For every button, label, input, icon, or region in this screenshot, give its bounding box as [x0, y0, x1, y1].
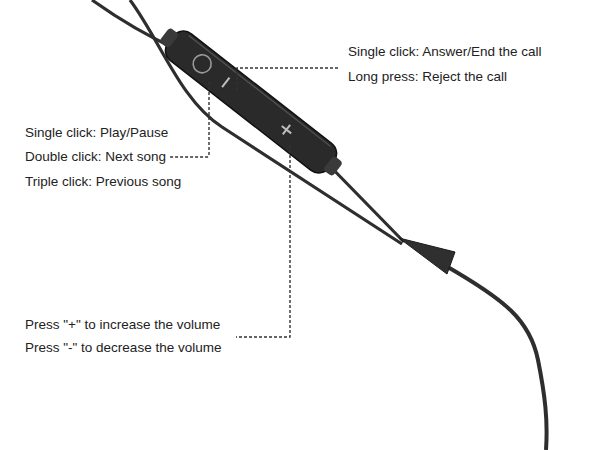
callout-text: Single click: Answer/End the call [348, 44, 542, 60]
remote-body [160, 26, 342, 178]
callout-text: Single click: Play/Pause [25, 125, 168, 141]
callout-text: Long press: Reject the call [348, 69, 507, 85]
leader-line [237, 68, 340, 90]
plus-button [282, 126, 291, 133]
remote-control [154, 21, 348, 183]
leader-line [170, 156, 209, 157]
callout-text: Double click: Next song [25, 149, 166, 165]
earbud-wire [130, 0, 402, 244]
callout-text: Triple click: Previous song [25, 174, 181, 190]
play-button [190, 51, 215, 76]
minus-button [222, 78, 229, 87]
leader-line [208, 82, 209, 157]
remote-cap [323, 155, 344, 177]
splitter-cone [399, 238, 455, 274]
leader-line [236, 145, 290, 337]
callout-text: Press "-" to decrease the volume [25, 340, 221, 356]
remote-cap [159, 27, 180, 49]
callout-text: Press "+" to increase the volume [25, 317, 220, 333]
leader-lines [170, 68, 340, 337]
remote-highlight [189, 36, 331, 147]
main-cable [446, 266, 547, 450]
